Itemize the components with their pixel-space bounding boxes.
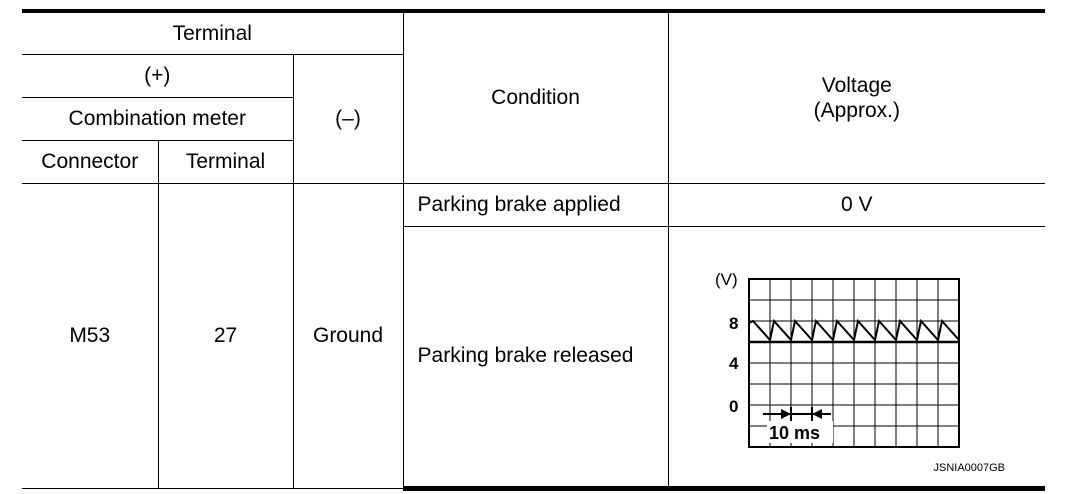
oscilloscope-waveform: (V) 8 4 0 10 ms: [715, 270, 960, 448]
voltage-applied: 0 V: [667, 182, 1046, 227]
header-condition: Condition: [402, 9, 669, 184]
time-label: 10 ms: [769, 423, 820, 443]
ground-value: Ground: [292, 182, 404, 489]
header-connector: Connector: [22, 139, 159, 184]
connector-value: M53: [22, 182, 159, 489]
header-plus: (+): [22, 53, 294, 98]
scope-unit-label: (V): [715, 270, 738, 289]
header-minus: (–): [292, 53, 404, 184]
figure-code: JSNIA0007GB: [933, 462, 1006, 475]
time-label-bg: [766, 420, 833, 443]
header-voltage-line2: (Approx.): [813, 98, 900, 122]
terminal-spec-table: Terminal Condition Voltage (Approx.) (+)…: [22, 9, 1046, 491]
header-combination-meter: Combination meter: [22, 96, 294, 141]
condition-released: Parking brake released: [402, 225, 669, 491]
scope-tick-8: 8: [729, 314, 738, 333]
terminal-value: 27: [157, 182, 294, 489]
header-voltage-line1: Voltage: [821, 73, 892, 97]
scope-tick-4: 4: [729, 354, 739, 373]
condition-applied: Parking brake applied: [402, 182, 669, 227]
header-voltage: Voltage (Approx.): [667, 9, 1046, 184]
voltage-waveform-cell: (V) 8 4 0 10 ms JSNIA0007GB: [667, 225, 1046, 491]
sawtooth-wave: [748, 318, 960, 342]
scope-grid: [748, 278, 959, 447]
header-terminal: Terminal: [22, 9, 404, 55]
scope-tick-0: 0: [729, 397, 738, 416]
header-terminal-sub: Terminal: [157, 139, 294, 184]
time-measure-arrows: [762, 406, 831, 421]
